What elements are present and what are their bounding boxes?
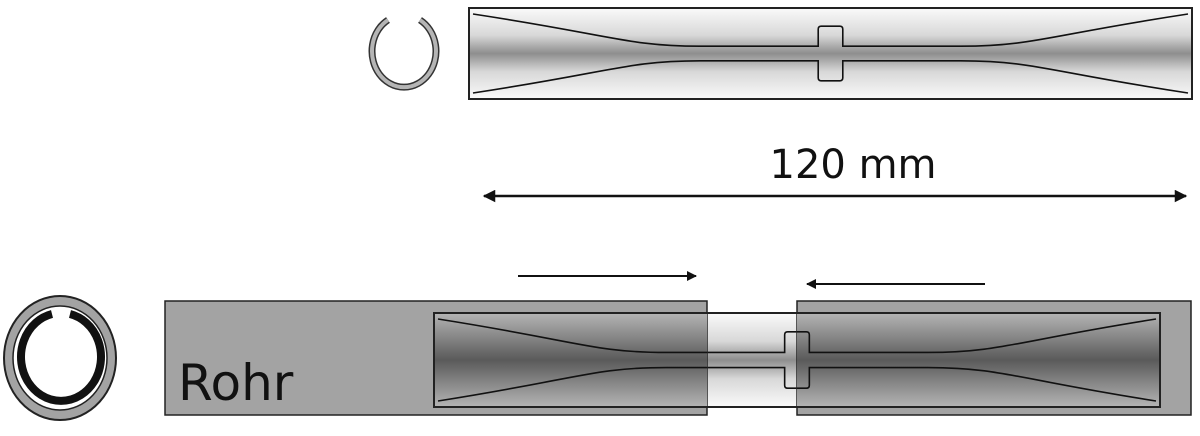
sleeve-body xyxy=(433,312,1161,408)
tube-ring-icon xyxy=(3,295,117,421)
slot-edge-bottom xyxy=(472,59,1189,94)
sleeve-bottom xyxy=(707,312,797,408)
slot-edge-bottom xyxy=(437,366,1157,402)
sleeve-body xyxy=(707,312,797,408)
slot-edge-top xyxy=(472,13,1189,48)
dimension-label: 120 mm xyxy=(770,142,937,188)
slot-edge-top xyxy=(437,318,1157,354)
sleeve-inside-tube xyxy=(433,312,1161,408)
open-ring-icon xyxy=(368,17,440,91)
sleeve-body xyxy=(468,7,1193,100)
sleeve-top xyxy=(468,7,1193,100)
tube-label: Rohr xyxy=(178,354,294,412)
